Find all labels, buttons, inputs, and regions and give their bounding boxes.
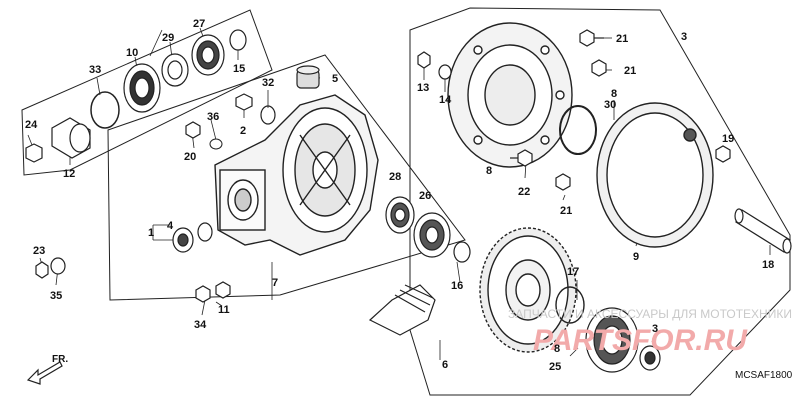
nut-13 (417, 51, 431, 69)
part-number: 18 (762, 259, 774, 271)
bolt-11 (215, 281, 231, 299)
part-number: 14 (439, 94, 452, 106)
part-number: 27 (193, 18, 205, 30)
part-number: 25 (549, 361, 561, 373)
part-number: 30 (604, 99, 616, 111)
seal-3 (639, 345, 661, 371)
part-number: 16 (451, 280, 463, 292)
diagram-code: MCSAF1800 (735, 370, 793, 381)
part-number: 21 (616, 33, 628, 45)
bolt-21-low (555, 173, 571, 191)
part-number: 34 (194, 319, 207, 331)
bolt-22 (510, 149, 533, 167)
part-number: 8 (486, 165, 492, 177)
washer-15 (229, 29, 247, 51)
pinion-gear (368, 284, 436, 336)
o-ring-32 (260, 105, 276, 125)
part-number: 15 (233, 63, 245, 75)
nut-23 (35, 261, 49, 279)
bolt-21-mid (591, 59, 607, 77)
sleeve-12 (51, 117, 91, 159)
bolt-34 (195, 285, 211, 303)
part-number: 12 (63, 168, 75, 180)
bearing-27 (191, 34, 225, 76)
cap-5 (296, 65, 320, 89)
part-number: 3 (681, 31, 687, 43)
group-outlines (21, 7, 791, 396)
part-number: 4 (167, 220, 174, 232)
bolt-19 (715, 145, 731, 163)
part-number: 21 (560, 205, 572, 217)
part-number: 24 (25, 119, 38, 131)
bearing-holder-plate-8 (447, 22, 573, 168)
washer-14 (438, 64, 452, 80)
part-number: 7 (272, 277, 278, 289)
o-ring-17 (555, 286, 585, 324)
part-number: 2 (240, 125, 246, 137)
part-number: 6 (442, 359, 448, 371)
part-number: 5 (332, 73, 338, 85)
part-number: 26 (419, 190, 431, 202)
needle-bearing-10 (123, 63, 161, 113)
watermark-brand: PARTSFOR.RU (533, 324, 748, 357)
part-number: 20 (184, 151, 196, 163)
washer-35 (50, 257, 66, 275)
bearing-26 (413, 212, 451, 258)
bolt-20 (185, 121, 201, 139)
front-arrow-icon: FR. (26, 354, 68, 385)
part-number: 32 (262, 77, 274, 89)
part-number: 1 (148, 227, 154, 239)
part-number: 19 (722, 133, 734, 145)
part-number: 28 (389, 171, 401, 183)
watermark-text: ЗАПЧАСТИ И АКСЕССУАРЫ ДЛЯ МОТОТЕХНИКИ (508, 307, 792, 321)
bearing-25 (585, 307, 639, 373)
nut-24 (25, 143, 43, 163)
washer-36 (209, 138, 223, 150)
part-number: 3 (652, 323, 658, 335)
front-label: FR. (52, 354, 68, 365)
part-number: 8 (554, 343, 560, 355)
bearing-28 (385, 196, 415, 234)
gear-case-7 (214, 94, 379, 256)
part-number-labels: 1 2 3 3 4 5 6 7 8 8 8 9 10 11 12 13 14 1… (25, 18, 774, 373)
collar-18 (734, 208, 792, 254)
part-number: 23 (33, 245, 45, 257)
part-number: 17 (567, 266, 579, 278)
bolt-2 (235, 93, 253, 111)
part-number: 22 (518, 186, 530, 198)
outline-ring-group (409, 7, 791, 396)
outline-bearing-group (21, 9, 273, 176)
part-number: 11 (218, 304, 230, 316)
part-number: 33 (89, 64, 101, 76)
ring-gear-6 (479, 227, 577, 353)
bolt-21-top (579, 29, 604, 47)
washer-16 (453, 241, 471, 263)
seal-29 (161, 53, 189, 87)
part-number: 35 (50, 290, 62, 302)
outline-case-group (107, 54, 466, 301)
part-number: 36 (207, 111, 219, 123)
part-number: 13 (417, 82, 429, 94)
part-number: 29 (162, 32, 174, 44)
bearing-1 (172, 227, 194, 253)
o-ring-33 (90, 91, 120, 129)
part-number: 9 (633, 251, 639, 263)
part-number: 21 (624, 65, 636, 77)
o-ring-4 (197, 222, 213, 242)
seal-30 (559, 105, 597, 155)
drum-9 (596, 102, 714, 248)
part-number: 8 (611, 88, 617, 100)
part-number: 10 (126, 47, 138, 59)
